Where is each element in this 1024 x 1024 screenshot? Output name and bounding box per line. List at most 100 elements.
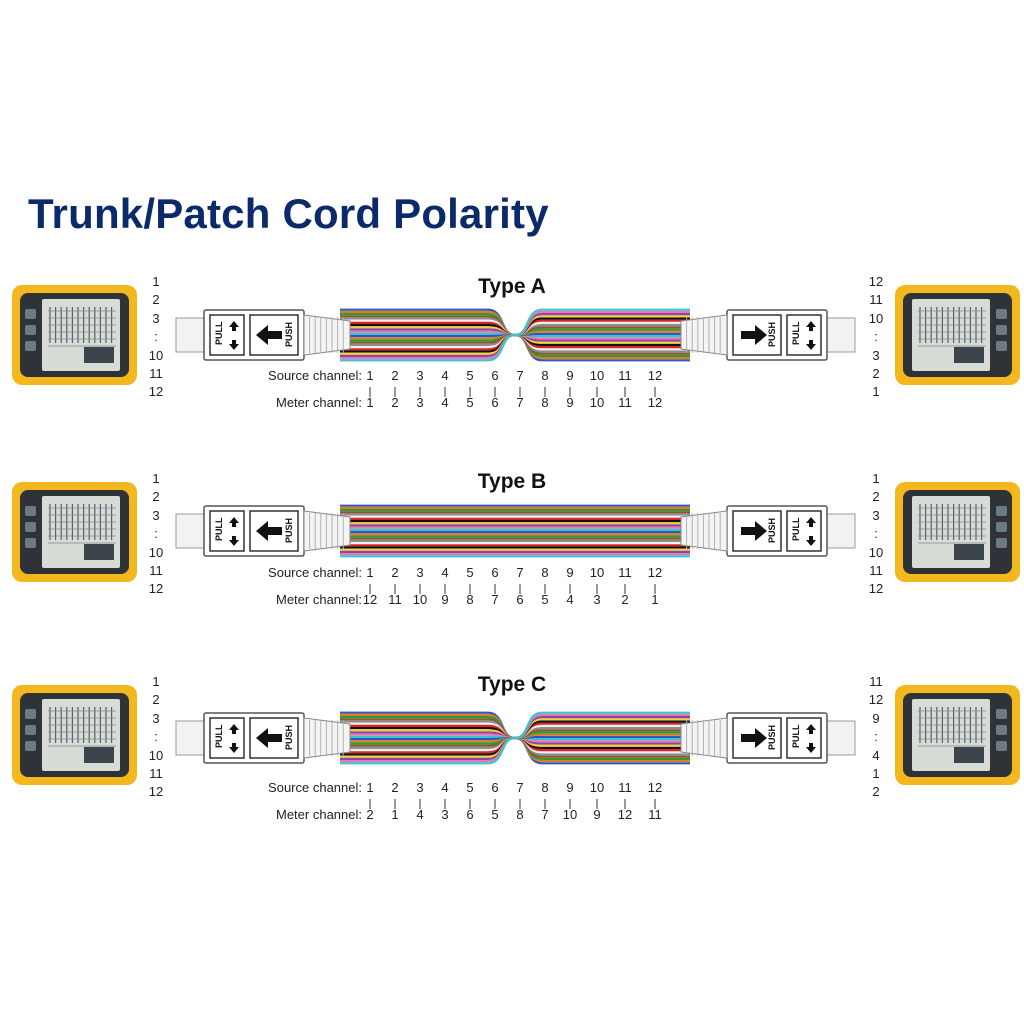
right-port-number: 11 bbox=[869, 674, 883, 689]
channel-number: 3 bbox=[416, 565, 424, 580]
channel-number: 4 bbox=[441, 368, 449, 383]
right-port-number: 12 bbox=[868, 274, 884, 289]
right-port-number: 12 bbox=[868, 692, 884, 708]
right-port-number: : bbox=[874, 526, 878, 542]
channel-number: 12 bbox=[647, 780, 663, 795]
section-title: Type A bbox=[478, 275, 546, 298]
channel-number: 1 bbox=[366, 780, 374, 795]
meter-readout bbox=[84, 347, 114, 363]
right-port-number: 2 bbox=[872, 366, 880, 381]
left-port-number: 10 bbox=[148, 347, 164, 363]
channel-number: 1 bbox=[366, 565, 374, 580]
channel-number: 10 bbox=[589, 368, 605, 383]
channel-number: 9 bbox=[566, 395, 574, 410]
left-port-number: 2 bbox=[152, 692, 160, 708]
right-port-number: 2 bbox=[872, 489, 880, 505]
section-title: Type B bbox=[477, 470, 547, 493]
channel-number: 7 bbox=[516, 780, 524, 795]
meter-readout bbox=[954, 747, 984, 763]
channel-number: 11 bbox=[388, 592, 402, 607]
left-port-number: 1 bbox=[152, 674, 160, 689]
left-port-number: 1 bbox=[152, 471, 160, 486]
meter-channel-row-label: Meter channel: bbox=[276, 592, 362, 607]
channel-number: 7 bbox=[516, 368, 524, 383]
channel-number: 1 bbox=[651, 592, 659, 607]
right-port-number: 3 bbox=[872, 507, 880, 523]
left-power-meter bbox=[12, 482, 137, 582]
meter-readout bbox=[954, 544, 984, 560]
channel-number: 7 bbox=[516, 395, 524, 410]
channel-number: 2 bbox=[391, 565, 399, 580]
channel-number: 8 bbox=[541, 780, 549, 795]
channel-number: 10 bbox=[412, 592, 428, 607]
channel-number: 5 bbox=[466, 565, 474, 580]
source-channel-row-label: Source channel: bbox=[268, 368, 362, 383]
channel-number: 3 bbox=[416, 780, 424, 795]
left-port-number: 12 bbox=[148, 581, 164, 597]
right-power-meter bbox=[895, 685, 1020, 785]
channel-number: 11 bbox=[618, 395, 632, 410]
channel-number: 8 bbox=[466, 592, 474, 607]
right-port-number: 2 bbox=[872, 784, 880, 800]
channel-number: 6 bbox=[491, 395, 499, 410]
left-port-number: 2 bbox=[152, 292, 160, 308]
channel-number: 4 bbox=[441, 780, 449, 795]
left-port-number: 3 bbox=[152, 710, 160, 726]
left-port-number: 11 bbox=[149, 766, 163, 781]
channel-number: 1 bbox=[366, 368, 374, 383]
channel-number: 6 bbox=[491, 368, 499, 383]
channel-number: 10 bbox=[562, 807, 578, 822]
channel-number: 3 bbox=[593, 592, 601, 607]
right-port-number: 10 bbox=[868, 310, 884, 326]
right-port-number: 1 bbox=[872, 384, 880, 400]
channel-number: 10 bbox=[589, 780, 605, 795]
channel-number: 6 bbox=[491, 780, 499, 795]
right-port-number: : bbox=[874, 729, 878, 745]
channel-number: 10 bbox=[589, 395, 605, 410]
channel-number: 4 bbox=[441, 565, 449, 580]
left-power-meter bbox=[12, 285, 137, 385]
left-port-number: 11 bbox=[149, 366, 163, 381]
channel-number: 8 bbox=[516, 807, 524, 822]
channel-number: 9 bbox=[566, 565, 574, 580]
meter-channel-row-label: Meter channel: bbox=[276, 807, 362, 822]
channel-number: 3 bbox=[416, 395, 424, 410]
left-port-number: 3 bbox=[152, 310, 160, 326]
channel-number: 7 bbox=[491, 592, 499, 607]
right-port-number: 1 bbox=[872, 471, 880, 486]
channel-number: 11 bbox=[618, 565, 632, 580]
section-type-a: Type A bbox=[0, 275, 1024, 445]
channel-number: 5 bbox=[466, 395, 474, 410]
meter-readout bbox=[84, 544, 114, 560]
right-port-number: 11 bbox=[869, 563, 883, 578]
left-port-number: : bbox=[154, 729, 158, 745]
channel-number: 2 bbox=[391, 368, 399, 383]
left-power-meter bbox=[12, 685, 137, 785]
left-port-number: : bbox=[154, 329, 158, 345]
section-type-c: Type C bbox=[0, 673, 1024, 843]
source-channel-row-label: Source channel: bbox=[268, 565, 362, 580]
left-port-number: 10 bbox=[148, 544, 164, 560]
right-port-number: 3 bbox=[872, 347, 880, 363]
channel-number: 9 bbox=[566, 780, 574, 795]
channel-number: 11 bbox=[618, 780, 632, 795]
channel-number: 2 bbox=[621, 592, 629, 607]
channel-number: 12 bbox=[617, 807, 633, 822]
left-port-number: 12 bbox=[148, 784, 164, 800]
right-port-number: 1 bbox=[872, 766, 880, 781]
channel-number: 9 bbox=[441, 592, 449, 607]
page-title: Trunk/Patch Cord Polarity bbox=[28, 190, 549, 237]
channel-number: 4 bbox=[441, 395, 449, 410]
left-port-number: 2 bbox=[152, 489, 160, 505]
section-type-b: Type B bbox=[0, 470, 1024, 640]
left-port-number: 12 bbox=[148, 384, 164, 400]
channel-number: 10 bbox=[589, 565, 605, 580]
channel-number: 6 bbox=[491, 565, 499, 580]
channel-number: 9 bbox=[593, 807, 601, 822]
meter-channel-row-label: Meter channel: bbox=[276, 395, 362, 410]
channel-number: 11 bbox=[618, 368, 632, 383]
left-port-number: 1 bbox=[152, 274, 160, 289]
